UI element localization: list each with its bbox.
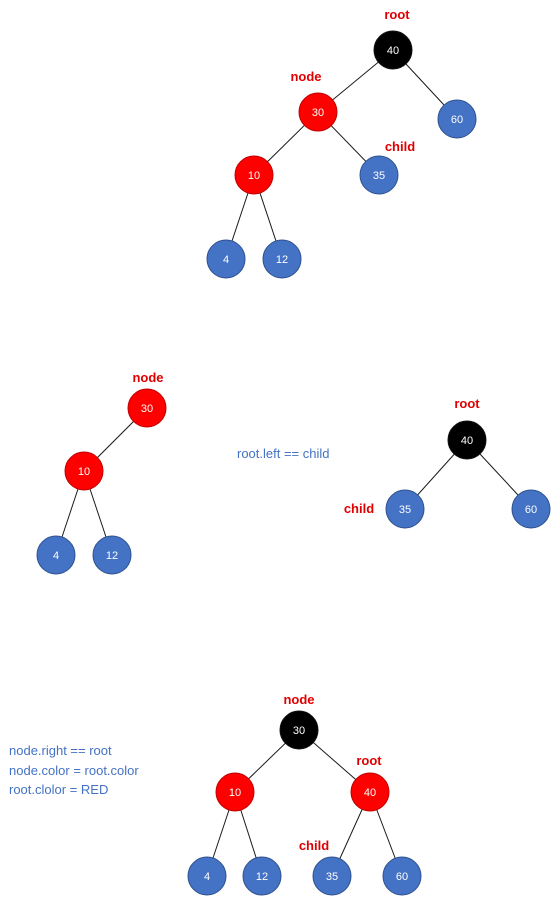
- tree-node: 30: [127, 388, 167, 428]
- tree-rotated: 30 10 40 4 12 35 60 node root child: [187, 692, 422, 896]
- node-value: 12: [276, 254, 288, 266]
- blue-node-circle: [92, 535, 132, 575]
- root-tag: root: [454, 396, 480, 411]
- node-value: 35: [326, 871, 338, 883]
- node-value: 4: [204, 871, 210, 883]
- red-node-circle: [234, 155, 274, 195]
- blue-node-circle: [36, 535, 76, 575]
- tree-node: 60: [382, 856, 422, 896]
- tree-node: 40: [447, 420, 487, 460]
- tree-node: 40: [373, 30, 413, 70]
- rotate-note-line: root.clolor = RED: [9, 782, 108, 797]
- node-tag: node: [290, 69, 321, 84]
- tree-node: 12: [242, 856, 282, 896]
- tree-node: 35: [359, 155, 399, 195]
- node-value: 4: [53, 550, 59, 562]
- node-value: 40: [364, 787, 376, 799]
- node-value: 40: [461, 435, 473, 447]
- blue-node-circle: [206, 239, 246, 279]
- node-value: 10: [78, 466, 90, 478]
- blue-node-circle: [312, 856, 352, 896]
- node-tag: node: [283, 692, 314, 707]
- split-note: root.left == child: [237, 446, 330, 461]
- child-tag: child: [299, 838, 329, 853]
- tree-node: 10: [215, 772, 255, 812]
- red-node-circle: [64, 451, 104, 491]
- tree-node: 4: [187, 856, 227, 896]
- node-value: 12: [256, 871, 268, 883]
- black-node-circle: [373, 30, 413, 70]
- node-value: 35: [399, 504, 411, 516]
- node-value: 60: [396, 871, 408, 883]
- blue-node-circle: [385, 489, 425, 529]
- node-value: 12: [106, 550, 118, 562]
- tree-node: 12: [262, 239, 302, 279]
- red-node-circle: [215, 772, 255, 812]
- blue-node-circle: [359, 155, 399, 195]
- child-tag: child: [385, 139, 415, 154]
- rotate-note-line: node.color = root.color: [9, 763, 139, 778]
- tree-node: 4: [206, 239, 246, 279]
- tree-node: 30: [298, 92, 338, 132]
- child-tag: child: [344, 501, 374, 516]
- red-node-circle: [127, 388, 167, 428]
- tree-node: 4: [36, 535, 76, 575]
- tree-node: 12: [92, 535, 132, 575]
- node-value: 30: [141, 403, 153, 415]
- blue-node-circle: [242, 856, 282, 896]
- tree-node: 10: [234, 155, 274, 195]
- blue-node-circle: [382, 856, 422, 896]
- node-value: 30: [312, 107, 324, 119]
- tree-node: 35: [312, 856, 352, 896]
- node-value: 35: [373, 170, 385, 182]
- blue-node-circle: [262, 239, 302, 279]
- tree-node: 60: [437, 99, 477, 139]
- red-node-circle: [350, 772, 390, 812]
- root-tag: root: [384, 7, 410, 22]
- tree-split-left: 30 10 4 12 node: [36, 370, 167, 575]
- tree-node: 30: [279, 710, 319, 750]
- tree-node: 40: [350, 772, 390, 812]
- black-node-circle: [447, 420, 487, 460]
- node-value: 10: [248, 170, 260, 182]
- node-tag: node: [132, 370, 163, 385]
- tree-node: 35: [385, 489, 425, 529]
- root-tag: root: [356, 753, 382, 768]
- tree-node: 60: [511, 489, 551, 529]
- rotate-notes: node.right == root node.color = root.col…: [9, 743, 139, 797]
- blue-node-circle: [437, 99, 477, 139]
- node-value: 60: [451, 114, 463, 126]
- tree-initial: 40 30 60 10 35 4 12 root node child: [206, 7, 477, 279]
- node-value: 60: [525, 504, 537, 516]
- blue-node-circle: [511, 489, 551, 529]
- blue-node-circle: [187, 856, 227, 896]
- node-value: 40: [387, 45, 399, 57]
- node-value: 30: [293, 725, 305, 737]
- tree-split-right: 40 35 60 root child: [344, 396, 551, 529]
- rotate-note-line: node.right == root: [9, 743, 112, 758]
- node-value: 4: [223, 254, 229, 266]
- tree-node: 10: [64, 451, 104, 491]
- red-node-circle: [298, 92, 338, 132]
- black-node-circle: [279, 710, 319, 750]
- node-value: 10: [229, 787, 241, 799]
